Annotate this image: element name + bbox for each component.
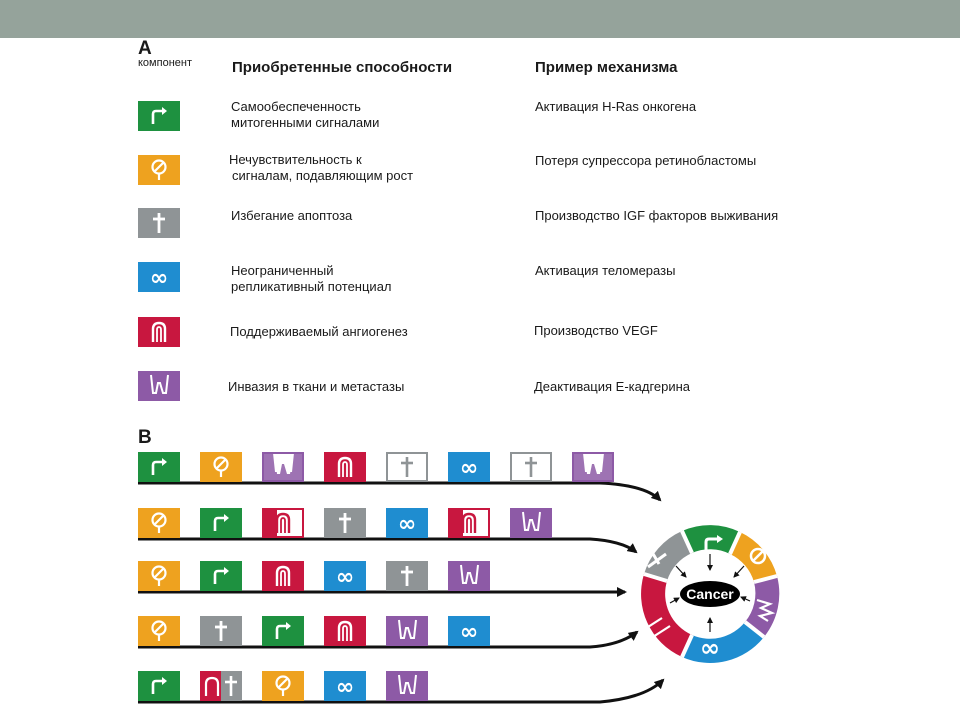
arrow-icon bbox=[136, 450, 182, 484]
cross-outline-icon bbox=[509, 451, 553, 483]
ability-label: Избегание апоптоза bbox=[231, 208, 353, 223]
panel-b-letter: B bbox=[138, 427, 152, 448]
figure-panel bbox=[112, 38, 818, 720]
ability-label: Инвазия в ткани и метастазы bbox=[228, 379, 405, 394]
pathway-row bbox=[136, 559, 491, 593]
no-symbol-icon bbox=[136, 614, 182, 648]
no-symbol-icon bbox=[198, 450, 244, 484]
infinity-icon bbox=[324, 561, 366, 591]
mechanism-label: Производство IGF факторов выживания bbox=[535, 208, 779, 223]
column-mechanism-header: Пример механизма bbox=[535, 59, 678, 76]
pathway-icon-rows bbox=[136, 450, 614, 703]
top-banner bbox=[0, 0, 960, 38]
vessel-cross-icon bbox=[198, 669, 244, 703]
ring-cross-icon bbox=[647, 551, 667, 569]
cancer-center bbox=[680, 581, 740, 607]
invasion-icon bbox=[385, 670, 429, 702]
pathway-arrow-lines bbox=[138, 481, 665, 704]
mechanism-label: Активация теломеразы bbox=[535, 263, 676, 278]
ring-infinity-icon: ∞ bbox=[700, 634, 720, 662]
vessel-icon bbox=[322, 450, 368, 484]
ring-arrow-icon bbox=[704, 537, 718, 551]
column-ability-header: Приобретенные способности bbox=[232, 59, 453, 76]
vessel-outline-icon bbox=[261, 507, 305, 539]
invasion-icon bbox=[385, 615, 429, 647]
cancer-ring: ∞ Cancer bbox=[641, 525, 780, 663]
ability-label-line-2: репликативный потенциал bbox=[231, 279, 392, 294]
vessel-icon bbox=[260, 559, 306, 593]
ability-label: Поддерживаемый ангиогенез bbox=[230, 324, 408, 339]
ability-label: Нечувствительность к bbox=[229, 152, 362, 167]
ring-arrow-head-icon bbox=[717, 535, 723, 543]
pathway-row bbox=[136, 669, 429, 703]
cross-outline-icon bbox=[385, 451, 429, 483]
cancer-label: Cancer bbox=[686, 586, 734, 602]
mechanism-label: Потеря супрессора ретинобластомы bbox=[535, 153, 757, 168]
ability-label: Самообеспеченность bbox=[231, 99, 361, 114]
inward-arrows bbox=[669, 554, 751, 632]
mechanism-label: Производство VEGF bbox=[534, 323, 658, 338]
invasion-outline-icon bbox=[572, 452, 614, 482]
cross-icon bbox=[384, 559, 430, 593]
infinity-icon bbox=[386, 508, 428, 538]
invasion-outline-icon bbox=[262, 452, 304, 482]
pathway-row bbox=[136, 506, 553, 540]
no-symbol-icon bbox=[260, 669, 306, 703]
pathway-row bbox=[136, 614, 490, 648]
pathway-row bbox=[136, 450, 614, 484]
ability-label-line-2: митогенными сигналами bbox=[231, 115, 380, 130]
mechanism-label: Деактивация Е-кадгерина bbox=[534, 379, 691, 394]
arrow-icon bbox=[136, 669, 182, 703]
arrow-icon bbox=[198, 559, 244, 593]
arrow-icon bbox=[260, 614, 306, 648]
invasion-icon bbox=[447, 560, 491, 592]
vessel-outline-icon bbox=[447, 507, 491, 539]
ring-invasion-icon bbox=[756, 598, 776, 622]
no-symbol-icon bbox=[136, 506, 182, 540]
panel-a-letter: A bbox=[138, 38, 152, 59]
infinity-icon bbox=[324, 671, 366, 701]
infinity-icon bbox=[448, 452, 490, 482]
vessel-icon bbox=[322, 614, 368, 648]
ability-label: Неограниченный bbox=[231, 263, 334, 278]
no-symbol-icon bbox=[136, 559, 182, 593]
infinity-icon bbox=[448, 616, 490, 646]
ability-label-line-2: сигналам, подавляющим рост bbox=[232, 168, 414, 183]
mechanism-label: Активация H-Ras онкогена bbox=[535, 99, 697, 114]
column-component-label: компонент bbox=[138, 57, 192, 69]
ring-vessel-icon bbox=[644, 617, 671, 639]
invasion-icon bbox=[509, 507, 553, 539]
cross-icon bbox=[322, 506, 368, 540]
cross-icon bbox=[198, 614, 244, 648]
ring-no-symbol-icon bbox=[749, 547, 767, 565]
arrow-icon bbox=[198, 506, 244, 540]
